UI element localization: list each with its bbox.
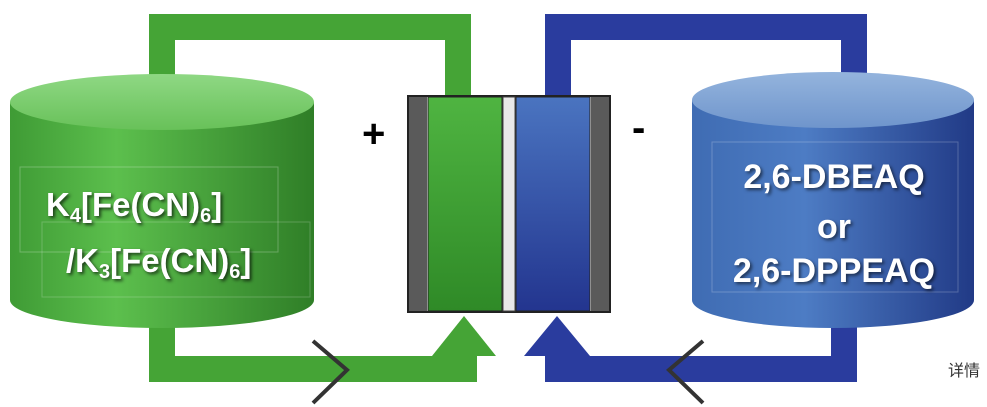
line2-middle: [Fe(CN) bbox=[110, 242, 230, 279]
negative-sign: - bbox=[632, 106, 646, 150]
negative-tank-label-or: or bbox=[817, 208, 851, 246]
negative-tank-label-line3: 2,6-DPPEAQ bbox=[732, 252, 936, 290]
positive-electrode bbox=[409, 97, 427, 311]
line2-subscript-2: 6 bbox=[229, 261, 241, 283]
blue-supply-pipe bbox=[545, 300, 857, 382]
green-return-pipe bbox=[149, 14, 471, 126]
line2-prefix: /K bbox=[66, 242, 99, 279]
line2-subscript-1: 3 bbox=[99, 261, 111, 283]
green-flow-chevron-icon bbox=[311, 339, 350, 405]
membrane bbox=[502, 96, 516, 312]
negative-half-cell bbox=[515, 96, 591, 312]
line2-suffix: ] bbox=[240, 242, 252, 279]
positive-sign: + bbox=[362, 112, 386, 156]
positive-half-cell bbox=[427, 96, 503, 312]
negative-electrode bbox=[591, 97, 609, 311]
details-link[interactable]: 详情 bbox=[948, 363, 981, 380]
positive-electrolyte-tank bbox=[10, 74, 314, 328]
positive-tank-label-line2: /K3[Fe(CN)6] bbox=[66, 242, 251, 284]
line1-suffix: ] bbox=[211, 186, 223, 223]
blue-flow-chevron-icon bbox=[666, 339, 705, 405]
negative-tank-label-line1: 2,6-DBEAQ bbox=[743, 158, 925, 196]
line1-subscript-1: 4 bbox=[69, 205, 81, 227]
blue-up-arrow-icon bbox=[524, 316, 590, 356]
line1-middle: [Fe(CN) bbox=[80, 186, 201, 223]
positive-tank-label-line1: K4[Fe(CN)6] bbox=[46, 186, 222, 228]
negative-electrolyte-tank bbox=[692, 72, 974, 328]
line1-subscript-2: 6 bbox=[200, 205, 212, 227]
green-up-arrow-icon bbox=[432, 316, 496, 356]
line1-prefix: K bbox=[46, 186, 70, 223]
flow-cell bbox=[407, 95, 611, 313]
